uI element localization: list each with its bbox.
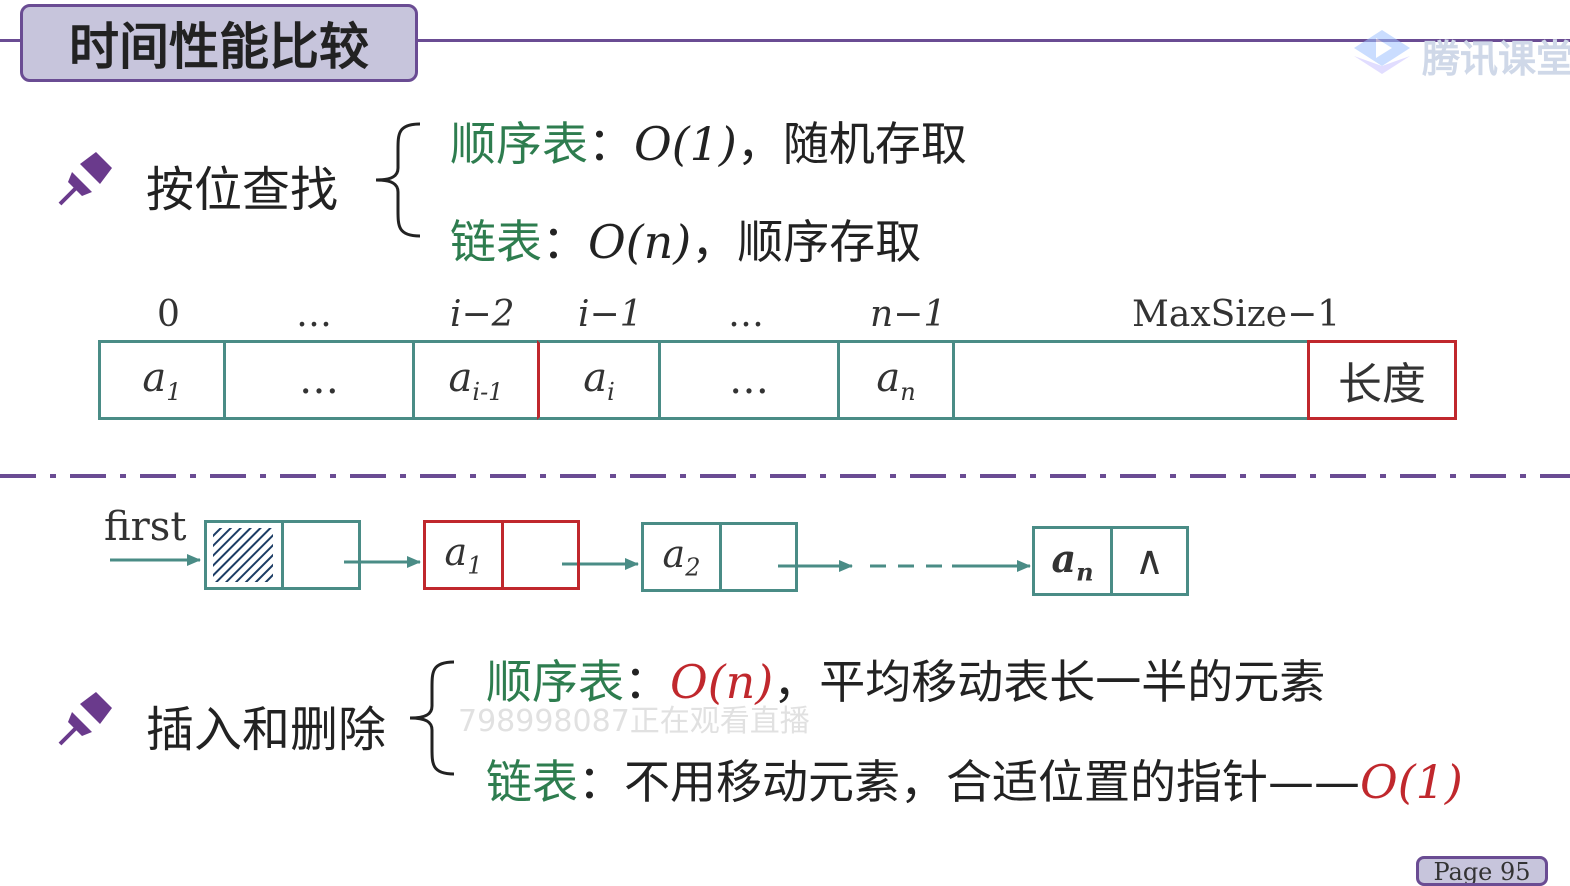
array-length-cell: 长度	[1307, 340, 1457, 420]
cell-ellipsis: …	[729, 357, 769, 403]
head-pointer-label: first	[104, 504, 187, 550]
term-linklist: 链表	[486, 755, 578, 809]
node-a1-next	[501, 520, 580, 590]
array-cell-empty	[952, 340, 1310, 420]
node-sub: n	[1076, 557, 1094, 587]
array-index: 0	[157, 294, 180, 335]
array-cell: ai-1	[412, 340, 540, 420]
cell-main: a	[876, 354, 901, 401]
complexity: O(1)	[634, 117, 737, 171]
head-node-next	[281, 520, 361, 590]
left-brace-icon	[375, 122, 421, 238]
linked-list-arrows	[110, 528, 1031, 582]
header-line-left	[0, 39, 20, 42]
array-cell: an	[837, 340, 955, 420]
term-seqlist: 顺序表	[450, 117, 588, 171]
section-divider	[0, 474, 1570, 478]
cell-main: a	[583, 354, 608, 401]
node-a2-next	[719, 522, 798, 592]
lookup-link-line: 链表：O(n)，顺序存取	[450, 206, 921, 272]
left-brace-icon	[409, 660, 455, 776]
array-index: i−2	[450, 294, 515, 335]
node-main: a	[662, 532, 686, 577]
section-label-lookup: 按位查找	[146, 162, 339, 218]
description: 不用移动元素，合适位置的指针——	[624, 755, 1360, 809]
array-cell: …	[658, 340, 840, 420]
cell-sub: n	[900, 377, 916, 406]
array-cell: …	[223, 340, 415, 420]
page-number-tab: Page 95	[1416, 856, 1548, 886]
description: ，平均移动表长一半的元素	[773, 655, 1326, 709]
viewer-watermark: 798998087正在观看直播	[458, 704, 810, 739]
description: ，随机存取	[736, 117, 967, 171]
array-index: i−1	[578, 294, 643, 335]
complexity: O(n)	[588, 215, 692, 269]
cell-main: a	[142, 354, 167, 401]
node-sub: 2	[685, 553, 701, 582]
colon: ：	[578, 755, 624, 809]
null-symbol: ∧	[1134, 538, 1165, 584]
section-label-insert-delete: 插入和删除	[146, 702, 387, 758]
pushpin-icon	[58, 152, 112, 206]
cell-sub: i-1	[472, 377, 504, 406]
complexity: O(1)	[1360, 755, 1463, 809]
term-linklist: 链表	[450, 215, 542, 269]
node-main: a	[1051, 535, 1077, 581]
array-index: …	[296, 294, 332, 335]
head-node-data	[204, 520, 284, 590]
node-sub: 1	[467, 551, 483, 580]
array-index: MaxSize−1	[1132, 294, 1341, 335]
term-seqlist: 顺序表	[486, 655, 624, 709]
node-an-data: an	[1032, 526, 1113, 596]
cell-sub: 1	[166, 377, 182, 406]
tencent-classroom-logo-icon	[1354, 30, 1410, 74]
lookup-seq-line: 顺序表：O(1)，随机存取	[450, 108, 967, 174]
node-a1-data: a1	[423, 520, 504, 590]
cell-main: a	[448, 354, 473, 401]
header-line	[415, 39, 1570, 42]
colon: ：	[624, 655, 670, 709]
cell-main: 长度	[1338, 359, 1426, 410]
node-main: a	[444, 530, 468, 575]
array-index: …	[728, 294, 764, 335]
array-cell-target: ai	[537, 340, 661, 420]
node-an-null: ∧	[1110, 526, 1189, 596]
cell-ellipsis: …	[299, 357, 339, 403]
node-a2-data: a2	[641, 522, 722, 592]
insert-seq-line: 顺序表：O(n)，平均移动表长一半的元素	[486, 646, 1325, 712]
colon: ：	[542, 215, 588, 269]
description: ，顺序存取	[691, 215, 922, 269]
page-title: 时间性能比较	[20, 4, 418, 82]
complexity: O(n)	[670, 655, 774, 709]
pushpin-icon	[58, 692, 112, 746]
insert-link-line: 链表：不用移动元素，合适位置的指针——O(1)	[486, 746, 1463, 812]
logo-text: 腾讯课堂	[1422, 37, 1570, 81]
array-cell: a1	[98, 340, 226, 420]
array-index: n−1	[870, 294, 947, 335]
cell-sub: i	[607, 377, 615, 406]
colon: ：	[588, 117, 634, 171]
